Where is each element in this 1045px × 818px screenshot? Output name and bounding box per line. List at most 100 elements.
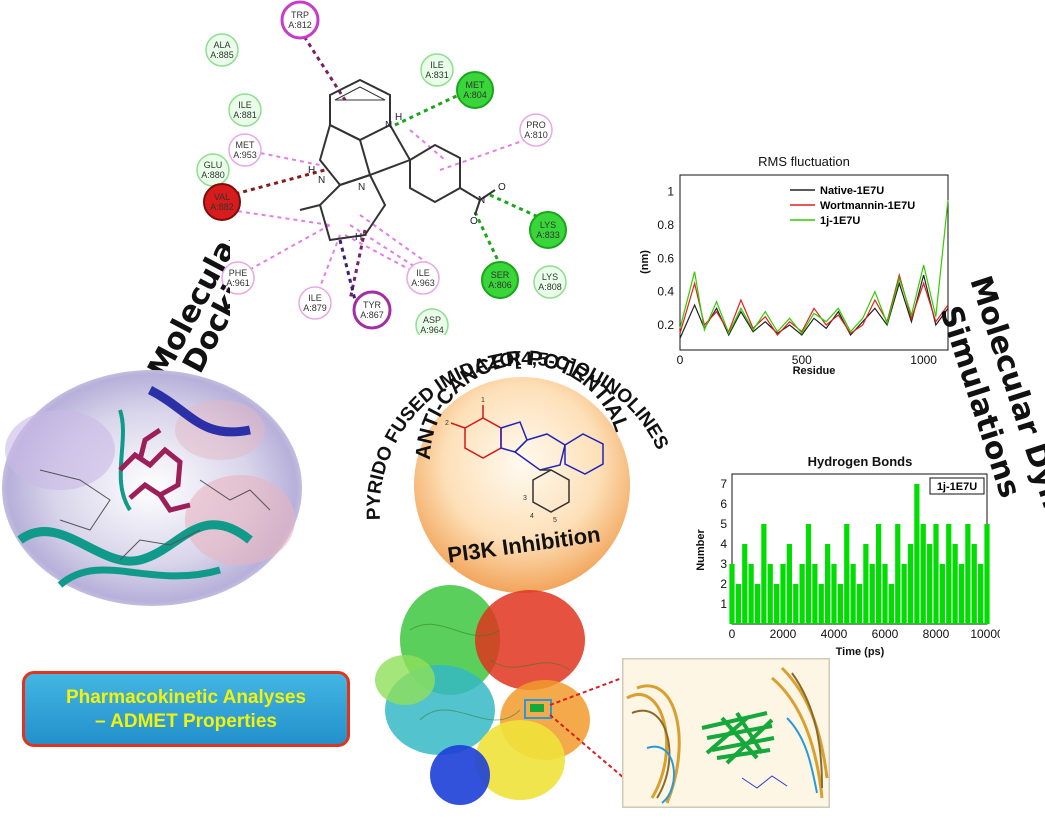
residue-asp-964: ASP A:964 [415, 308, 449, 335]
docking-pocket-image [2, 370, 302, 606]
hbond-bar [933, 524, 939, 624]
hbond-bar [895, 524, 901, 624]
svg-text:GLU: GLU [204, 160, 223, 170]
svg-text:A:881: A:881 [233, 110, 257, 120]
hbond-ytick: 7 [720, 477, 727, 491]
svg-text:A:808: A:808 [538, 282, 562, 292]
central-structure [450, 405, 604, 513]
svg-text:SER: SER [491, 270, 510, 280]
rmsf-series [679, 199, 949, 339]
svg-text:N: N [358, 182, 365, 193]
hbond-bar [825, 544, 831, 624]
hbond-bar [812, 564, 818, 624]
svg-text:A:867: A:867 [360, 310, 384, 320]
svg-text:A:810: A:810 [524, 130, 548, 140]
svg-text:LYS: LYS [542, 272, 558, 282]
svg-text:ILE: ILE [308, 293, 322, 303]
hbond-bar [799, 564, 805, 624]
svg-text:A:961: A:961 [226, 278, 250, 288]
svg-text:A:879: A:879 [303, 303, 327, 313]
svg-text:A:833: A:833 [536, 230, 560, 240]
hbond-bar [805, 524, 812, 624]
atom-labels: N H N H N H N O O [308, 112, 506, 243]
residue-ile-879: ILE A:879 [298, 286, 332, 320]
admet-box: Pharmacokinetic Analyses – ADMET Propert… [22, 671, 350, 747]
hbond-bar [888, 584, 894, 624]
residue-phe-961: PHE A:961 [221, 261, 255, 295]
hbond-bar [748, 564, 754, 624]
rmsf-ylabel: (nm) [639, 250, 651, 274]
svg-text:ILE: ILE [430, 60, 444, 70]
hbond-bar [978, 564, 984, 624]
central-circle: PYRIDO FUSED IMIDAZO[4,5-C]QUINOLINES AN… [364, 347, 672, 593]
hbond-bar [901, 564, 907, 624]
hbond-bar [946, 524, 952, 624]
svg-text:A:964: A:964 [420, 325, 444, 335]
residue-tyr-867: TYR A:867 [352, 290, 392, 330]
legend-native: Native-1E7U [820, 185, 884, 197]
svg-text:ALA: ALA [213, 40, 230, 50]
svg-text:N: N [478, 195, 485, 206]
svg-text:A:806: A:806 [488, 280, 512, 290]
svg-text:H: H [355, 232, 362, 243]
hbond-bar [761, 524, 767, 624]
hbond-bar [818, 584, 824, 624]
svg-text:2: 2 [445, 420, 449, 427]
residue-lys-833: LYS A:833 [529, 211, 567, 249]
svg-text:VAL: VAL [214, 192, 230, 202]
hbond-bar [958, 564, 965, 624]
svg-text:1: 1 [481, 397, 485, 404]
residue-pro-810: PRO A:810 [519, 113, 553, 147]
svg-text:MET: MET [466, 80, 486, 90]
docking-label: Molecular Docking [141, 240, 230, 384]
hbond-bar [965, 524, 971, 624]
hbond-bar [850, 564, 856, 624]
svg-text:LYS: LYS [540, 220, 556, 230]
svg-text:H: H [308, 165, 315, 176]
svg-text:4: 4 [530, 513, 534, 520]
admet-line-1: Pharmacokinetic Analyses [65, 687, 307, 708]
hbond-xtick: 2000 [770, 627, 797, 641]
hbond-bar [742, 544, 748, 624]
residue-met-953: MET A:953 [228, 133, 262, 167]
svg-text:PHE: PHE [229, 268, 248, 278]
hbond-bar [780, 564, 786, 624]
hbond-ytick: 1 [720, 597, 727, 611]
svg-text:ASP: ASP [423, 315, 441, 325]
hbond-bar [844, 524, 850, 624]
hbond-xtick: 8000 [923, 627, 950, 641]
svg-text:N: N [318, 175, 325, 186]
hbond-bar [735, 584, 741, 624]
hbond-bar [971, 544, 977, 624]
rmsf-xlabel: Residue [793, 365, 836, 377]
hbond-xlabel: Time (ps) [836, 646, 885, 658]
svg-text:TYR: TYR [363, 300, 382, 310]
hbond-ylabel: Number [695, 529, 707, 571]
hbond-bar [831, 564, 837, 624]
hbond-ytick: 6 [720, 497, 727, 511]
hbond-bar [882, 564, 888, 624]
svg-text:H: H [395, 112, 402, 123]
svg-text:ILE: ILE [416, 268, 430, 278]
hbond-bar [754, 584, 761, 624]
rmsf-xtick: 0 [677, 353, 684, 367]
svg-text:ILE: ILE [238, 100, 252, 110]
residue-ile-881: ILE A:881 [228, 93, 262, 127]
residue-ala-885: ALA A:885 [205, 33, 239, 67]
interaction-diagram: N H N H N H N O O TRP A:812 ALA A:885 IL… [196, 0, 567, 335]
svg-text:MET: MET [236, 140, 256, 150]
protein-structure-image [375, 585, 590, 805]
hbond-ytick: 2 [720, 577, 727, 591]
hbond-bar [767, 564, 773, 624]
zoom-inset-image [622, 658, 830, 808]
svg-text:O: O [498, 182, 506, 193]
hbond-xtick: 6000 [872, 627, 899, 641]
legend-1j: 1j-1E7U [820, 215, 860, 227]
hbond-bar [863, 544, 869, 624]
svg-text:A:953: A:953 [233, 150, 257, 160]
hbond-bar [914, 484, 920, 624]
rmsf-line-3 [679, 199, 949, 335]
residue-met-804: MET A:804 [456, 71, 494, 109]
